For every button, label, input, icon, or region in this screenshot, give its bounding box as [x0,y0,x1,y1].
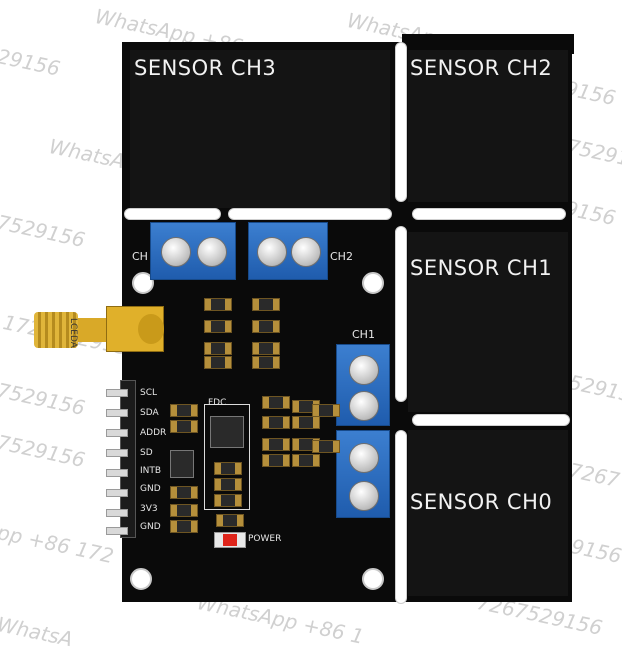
watermark: 7529156 [0,430,88,472]
screw-icon [291,237,321,267]
passive-component [204,356,232,369]
pin-label-addr: ADDR [140,428,167,438]
passive-component [216,514,244,527]
passive-component [312,440,340,453]
passive-component [204,342,232,355]
sensor-pad-ch3 [130,50,390,208]
pin-label-sd: SD [140,448,153,458]
passive-component [312,404,340,417]
screw-terminal-ch0 [336,430,390,518]
sensor-pad-ch1 [408,232,568,412]
slot-horizontal-right [412,208,566,220]
sensor-pad-ch2 [408,50,568,202]
board-render: WhatsApp +86 1726 WhatsApp +86 1726 2915… [0,4,622,651]
slot-horizontal-lower [412,414,570,426]
sensor-label-ch0: SENSOR CH0 [410,490,553,514]
passive-component [214,462,242,475]
header-pin [106,527,128,535]
screw-icon [349,443,379,473]
screw-terminal-ch3 [150,222,236,280]
passive-component [262,438,290,451]
passive-component [170,404,198,417]
watermark: 7529156 [0,378,88,420]
mounting-hole [362,272,384,294]
watermark: 7267 [567,458,622,493]
watermark: 529156 [567,370,622,410]
watermark: WhatsA [0,612,75,651]
screw-icon [197,237,227,267]
watermark: 7529156 [0,210,88,252]
header-pin [106,449,128,457]
mounting-hole [362,568,384,590]
power-label: POWER [248,534,282,544]
passive-component [252,342,280,355]
mounting-hole [130,568,152,590]
screw-terminal-ch1 [336,344,390,426]
fdc-outline [204,404,250,510]
screw-icon [161,237,191,267]
sensor-pad-ch0 [408,430,568,596]
screw-icon [349,391,379,421]
ic-small [170,450,194,478]
slot-horizontal-left [124,208,221,220]
fdc-chip [210,416,244,448]
passive-component [292,416,320,429]
sensor-label-ch1: SENSOR CH1 [410,256,553,280]
pin-header [120,380,136,538]
screw-icon [257,237,287,267]
watermark: pp +86 172 [0,520,116,569]
pin-label-scl: SCL [140,388,158,398]
watermark: WhatsA [47,134,127,174]
passive-component [262,416,290,429]
connector-label-middle: CH2 [330,250,353,263]
passive-component [214,494,242,507]
screw-terminal-ch2 [248,222,328,280]
passive-component [204,320,232,333]
pin-label-sda: SDA [140,408,159,418]
pin-label-gnd: GND [140,484,161,494]
screw-icon [349,355,379,385]
chip-label: FDC [208,398,227,408]
header-pin [106,489,128,497]
pcb-board-right [402,34,574,54]
sensor-label-ch2: SENSOR CH2 [410,56,553,80]
connector-label-ch1: CH1 [352,328,375,341]
slot-vertical-top [395,42,407,202]
header-pin [106,429,128,437]
passive-component [170,420,198,433]
passive-component [252,298,280,311]
passive-component [170,520,198,533]
passive-component [252,356,280,369]
connector-label-left: CH [132,250,148,263]
passive-component [204,298,232,311]
header-pin [106,469,128,477]
passive-component [262,454,290,467]
slot-vertical-bottom [395,430,407,604]
sensor-label-ch3: SENSOR CH3 [134,56,277,80]
header-pin [106,389,128,397]
pin-label-3v3: 3V3 [140,504,158,514]
passive-component [262,396,290,409]
pin-label-gnd-2: GND [140,522,161,532]
header-pin [106,509,128,517]
passive-component [252,320,280,333]
screw-icon [349,481,379,511]
passive-component [170,486,198,499]
sma-connector [34,306,164,352]
antenna-label: LCEDA [68,318,78,348]
slot-horizontal-mid [228,208,392,220]
watermark: 9156 [569,534,622,569]
header-pin [106,409,128,417]
passive-component [170,504,198,517]
mounting-hole [132,272,154,294]
pin-label-intb: INTB [140,466,162,476]
passive-component [292,454,320,467]
passive-component [214,478,242,491]
power-led [214,532,246,548]
watermark: 29156 [0,44,63,81]
slot-vertical-mid [395,226,407,402]
watermark: 75291 [565,134,622,171]
